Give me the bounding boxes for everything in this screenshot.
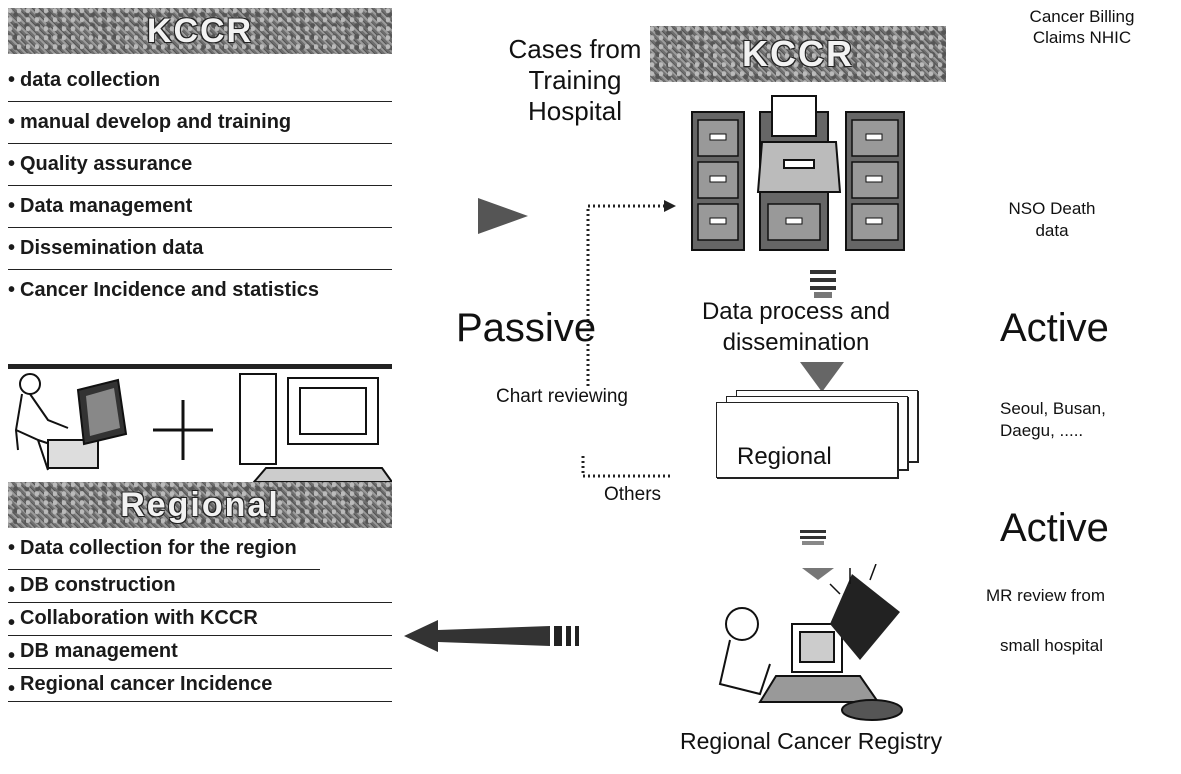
list-item: Quality assurance (8, 144, 392, 186)
down-connector-icon (800, 530, 826, 545)
list-item: Cancer Incidence and statistics (8, 270, 320, 311)
down-connector-icon (810, 270, 836, 298)
list-item: Dissemination data (8, 228, 392, 270)
right-arrow-icon (478, 198, 528, 234)
passive-label: Passive (456, 306, 597, 350)
kccr-role-list: data collection manual develop and train… (8, 60, 392, 311)
list-item: DB construction (8, 570, 392, 603)
passive-dotted-connector (581, 200, 676, 478)
kccr-banner-right-label: KCCR (742, 33, 854, 74)
cities-label: Seoul, Busan, Daegu, ..... (1000, 399, 1106, 440)
small-hospital-label: small hospital (1000, 636, 1103, 655)
regional-banner-left-label: Regional (120, 485, 280, 524)
cases-from-training-hospital-label: Cases from Training Hospital (508, 34, 642, 126)
down-arrow-icon (802, 568, 834, 580)
regional-doc: Regional (716, 402, 898, 478)
left-arrow-icon (404, 620, 579, 652)
kccr-banner-left: KCCR (8, 8, 392, 54)
down-arrow-icon (800, 362, 844, 392)
list-item: Regional cancer Incidence (8, 669, 392, 702)
chart-reviewing-label: Chart reviewing (496, 386, 628, 407)
list-item: DB management (8, 636, 392, 669)
kccr-banner-right: KCCR (650, 26, 946, 82)
kccr-banner-left-label: KCCR (146, 11, 254, 50)
nso-death-data-label: NSO Death data (1008, 199, 1096, 240)
billing-claims-label: Cancer Billing Claims NHIC (1029, 7, 1135, 47)
list-item: data collection (8, 60, 392, 102)
active-label-1: Active (1000, 306, 1109, 350)
divider (8, 364, 392, 369)
list-item: manual develop and training (8, 102, 392, 144)
list-item: Data management (8, 186, 392, 228)
regional-doc-label: Regional (737, 443, 832, 470)
file-cabinets-icon (691, 95, 905, 251)
person-at-computer-illustration (14, 373, 392, 482)
regional-role-list: Data collection for the region DB constr… (8, 528, 392, 702)
data-process-label: Data process and dissemination (701, 298, 891, 356)
mr-review-label: MR review from (986, 586, 1106, 605)
others-label: Others (604, 484, 662, 505)
regional-banner-left: Regional (8, 482, 392, 528)
registry-label: Regional Cancer Registry (680, 728, 943, 754)
list-item: Collaboration with KCCR (8, 603, 392, 636)
registry-worker-illustration (718, 564, 903, 721)
list-item: Data collection for the region (8, 528, 320, 570)
active-label-2: Active (1000, 506, 1109, 550)
